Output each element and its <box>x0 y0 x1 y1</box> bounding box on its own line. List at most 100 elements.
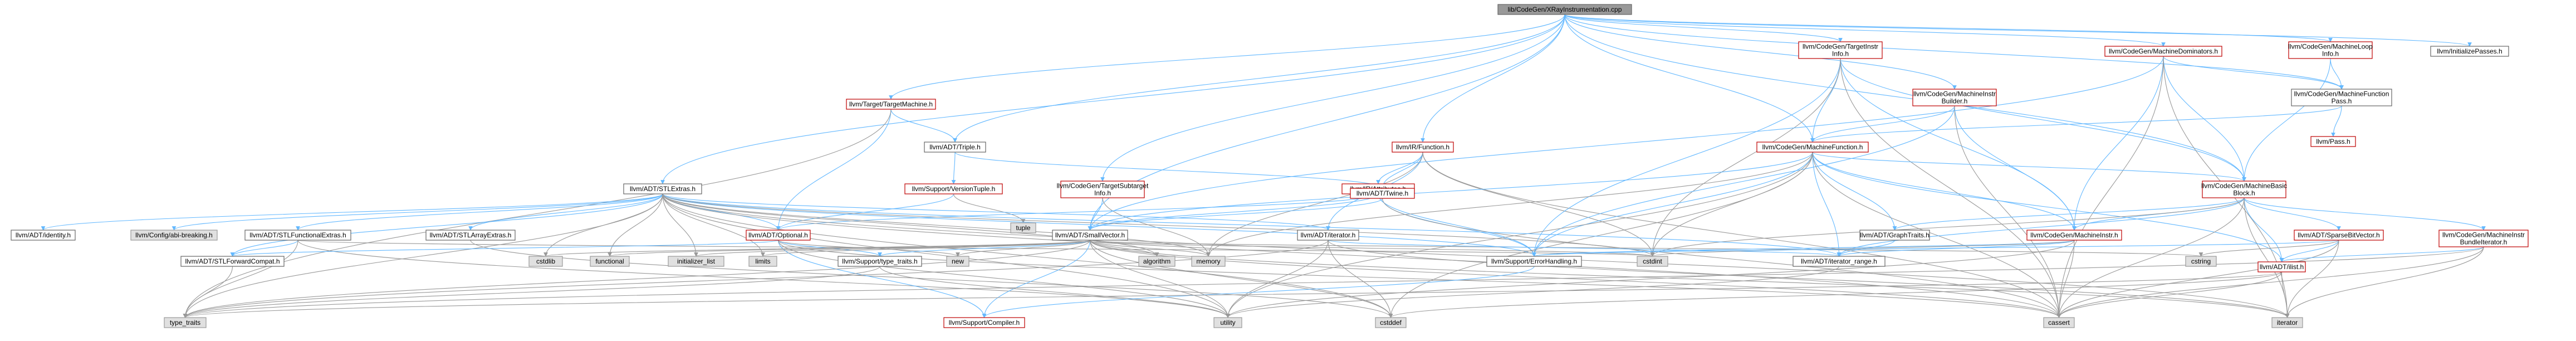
node-label-cstdlib: cstdlib <box>536 257 555 265</box>
node-sbv[interactable]: llvm/ADT/SparseBitVector.h <box>2294 230 2384 241</box>
node-triple[interactable]: llvm/ADT/Triple.h <box>924 142 986 153</box>
edge-triple-to-vtuple <box>951 152 956 184</box>
node-func[interactable]: llvm/IR/Function.h <box>1392 142 1454 153</box>
node-stlfe[interactable]: llvm/ADT/STLFunctionalExtras.h <box>244 230 351 241</box>
node-optional[interactable]: llvm/ADT/Optional.h <box>746 230 811 241</box>
node-initp[interactable]: llvm/InitializePasses.h <box>2430 46 2509 57</box>
edge-minstr-to-cassert <box>2056 240 2075 318</box>
node-stlarr[interactable]: llvm/ADT/STLArrayExtras.h <box>425 230 516 241</box>
edge-mf-to-memory <box>1206 152 1813 257</box>
node-vtuple[interactable]: llvm/Support/VersionTuple.h <box>904 183 1003 194</box>
node-label-mib: llvm/CodeGen/MachineInstr <box>1913 90 1996 98</box>
edge-sbv-to-cassert <box>2056 240 2339 318</box>
node-root[interactable]: lib/CodeGen/XRayInstrumentation.cpp <box>1497 4 1632 15</box>
node-ttm[interactable]: llvm/Target/TargetMachine.h <box>846 99 936 110</box>
node-label-triple: llvm/ADT/Triple.h <box>929 143 981 151</box>
node-box-sbv <box>2294 230 2384 241</box>
edge-mbb-to-graphtraits <box>1892 197 2245 231</box>
node-identity[interactable]: llvm/ADT/identity.h <box>11 230 76 241</box>
node-box-mli <box>2288 41 2373 59</box>
node-cstddef: cstddef <box>1375 317 1407 328</box>
node-minstr[interactable]: llvm/CodeGen/MachineInstr.h <box>2026 230 2122 241</box>
node-box-cstddef <box>1375 317 1407 328</box>
edge-attrs-to-smallvec <box>1088 193 1379 231</box>
node-typetraits_llvm[interactable]: llvm/Support/type_traits.h <box>838 256 922 267</box>
edge-smallvec-to-algorithm <box>1089 240 1159 257</box>
edge-root-to-tii <box>1564 14 1843 42</box>
node-box-limits <box>748 256 777 267</box>
node-box-mf <box>1756 142 1869 153</box>
node-box-memory <box>1191 256 1226 267</box>
node-limits: limits <box>748 256 777 267</box>
edge-stlext-to-iterator <box>662 193 1330 231</box>
edge-mfp-to-pass <box>2331 105 2342 137</box>
node-ilist[interactable]: llvm/ADT/ilist.h <box>2257 261 2306 272</box>
edge-smallvec-to-new <box>956 240 1091 257</box>
node-label-mli: llvm/CodeGen/MachineLoop <box>2288 43 2373 51</box>
edge-mdom-to-mfp <box>2163 56 2344 90</box>
edge-root-to-mli <box>1564 14 2333 42</box>
node-stlfc[interactable]: llvm/ADT/STLForwardCompat.h <box>180 256 285 267</box>
edge-ttm-to-optional <box>776 109 892 231</box>
edge-mf-to-cassert <box>1812 152 2061 318</box>
node-graphtraits[interactable]: llvm/ADT/GraphTraits.h <box>1859 230 1930 241</box>
edge-stlarr-to-cstddef <box>470 240 1393 318</box>
node-label-root: lib/CodeGen/XRayInstrumentation.cpp <box>1508 6 1622 13</box>
node-mf[interactable]: llvm/CodeGen/MachineFunction.h <box>1756 142 1869 153</box>
node-label-mfp: Pass.h <box>2332 98 2352 105</box>
edge-stlfe-to-stlfc <box>230 240 298 257</box>
edge-attrs-to-optional <box>776 193 1379 231</box>
node-label-utility: utility <box>1220 319 1235 327</box>
node-box-mibi <box>2438 230 2529 247</box>
node-box-root <box>1497 4 1632 15</box>
edge-stlext-to-typetraits <box>183 193 663 318</box>
node-iterator[interactable]: llvm/ADT/iterator.h <box>1297 230 1359 241</box>
node-box-iterator <box>1297 230 1359 241</box>
node-label-stlarr: llvm/ADT/STLArrayExtras.h <box>430 231 512 239</box>
edge-mbb-to-mibi <box>2244 197 2486 231</box>
node-box-tii <box>1798 41 1883 59</box>
edge-minstr-to-utility <box>1226 240 2075 318</box>
node-box-ttm <box>846 99 936 110</box>
node-twine[interactable]: llvm/ADT/Twine.h <box>1350 188 1415 199</box>
edge-stlext-to-stlfc <box>230 193 663 257</box>
node-box-identity <box>11 230 76 241</box>
node-box-tuple <box>1010 222 1036 233</box>
node-mibi[interactable]: llvm/CodeGen/MachineInstrBundleIterator.… <box>2438 230 2529 247</box>
edge-mli-to-mfp <box>2330 58 2344 90</box>
edge-stlext-to-iterrange <box>662 193 1842 257</box>
node-errh[interactable]: llvm/Support/ErrorHandling.h <box>1486 256 1582 267</box>
edge-stlext-to-optional <box>662 193 781 231</box>
node-mdom[interactable]: llvm/CodeGen/MachineDominators.h <box>2104 46 2222 57</box>
node-stlext[interactable]: llvm/ADT/STLExtras.h <box>623 183 702 194</box>
edge-mib-to-errh <box>1532 105 1955 257</box>
node-label-iteratorstd: iterator <box>2277 319 2298 327</box>
edge-root-to-func <box>1421 14 1565 143</box>
node-iterrange[interactable]: llvm/ADT/iterator_range.h <box>1793 256 1886 267</box>
edge-smallvec-to-limits <box>761 240 1091 257</box>
node-box-initp <box>2430 46 2509 57</box>
node-label-cstring: cstring <box>2191 257 2211 265</box>
node-label-tuple: tuple <box>1016 224 1030 232</box>
edge-iterator-to-utility <box>1226 240 1329 318</box>
node-box-iterrange <box>1793 256 1886 267</box>
node-memory: memory <box>1191 256 1226 267</box>
node-cstdlib: cstdlib <box>528 256 563 267</box>
node-label-compiler: llvm/Support/Compiler.h <box>949 319 1020 327</box>
node-smallvec[interactable]: llvm/ADT/SmallVector.h <box>1052 230 1128 241</box>
node-pass[interactable]: llvm/Pass.h <box>2310 136 2356 147</box>
edge-func-to-cassert <box>1422 152 2061 318</box>
node-label-mli: Info.h <box>2322 50 2339 58</box>
edge-minstr-to-cstdint <box>1651 240 2075 257</box>
node-label-tsi: Info.h <box>1094 189 1111 197</box>
node-label-mfp: llvm/CodeGen/MachineFunction <box>2294 90 2389 98</box>
edge-mbb-to-cassert <box>2056 197 2245 318</box>
node-compiler[interactable]: llvm/Support/Compiler.h <box>943 317 1025 328</box>
edge-smallvec-to-cstring <box>1089 240 2203 257</box>
